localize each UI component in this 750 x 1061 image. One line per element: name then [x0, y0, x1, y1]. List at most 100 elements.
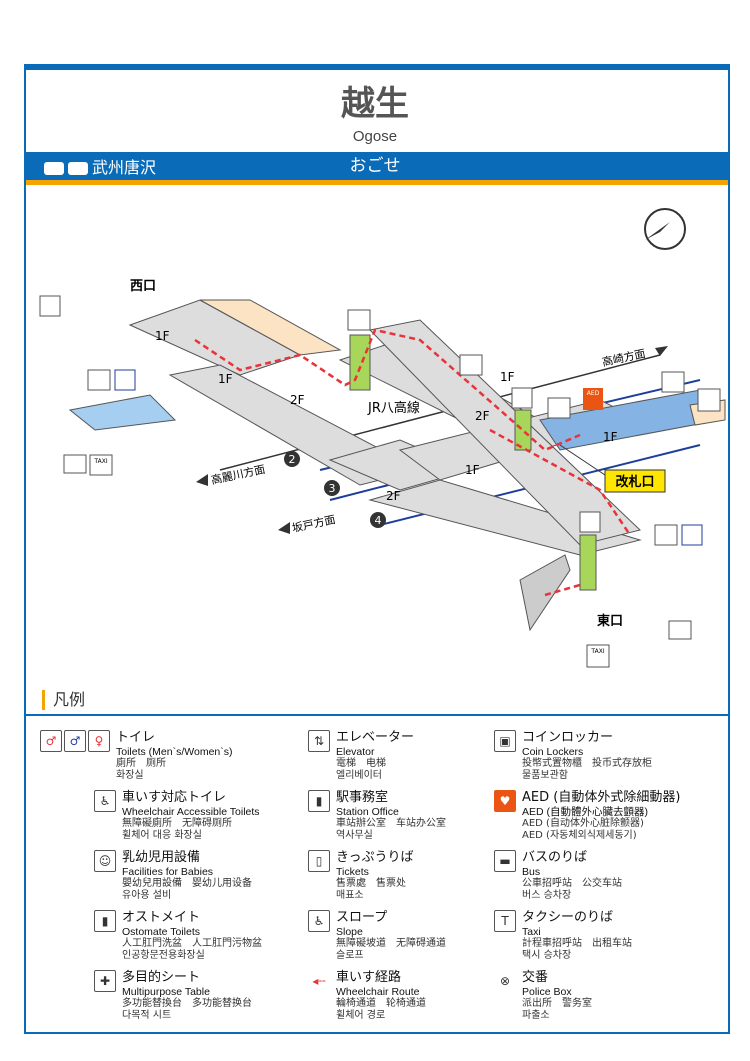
legend-ja: 車いす対応トイレ — [122, 790, 227, 805]
legend-zh: 電梯 电梯 — [336, 758, 386, 769]
legend-zh: 公車招呼站 公交车站 — [522, 878, 622, 889]
legend-en: Multipurpose Table — [122, 986, 210, 998]
jr-line-label: JR八高線 — [367, 400, 420, 416]
line-band — [26, 152, 728, 180]
wheelchair-route — [194, 328, 581, 452]
svg-text:TAXI: TAXI — [93, 458, 107, 465]
legend-zh: 車站辦公室 车站办公室 — [336, 818, 446, 829]
taxi-icon: TAXI TAXI — [89, 454, 610, 668]
floor-label: 2F — [290, 393, 305, 407]
aed-icon: ♥ — [494, 790, 516, 812]
legend-ko: 휠체어 대응 화장실 — [122, 830, 202, 841]
legend-ko: 유아용 설비 — [122, 890, 172, 901]
legend-en: Coin Lockers — [522, 746, 584, 758]
multipurpose-table-icon: ✚ — [94, 970, 116, 992]
floor-label: 2F — [386, 489, 401, 503]
previous-station-label: 武州唐沢 — [92, 158, 157, 177]
legend-zh: 無障礙廁所 无障碍厕所 — [122, 818, 232, 829]
wheelchair-toilet-icon — [114, 369, 703, 546]
slope-icon: ♿ — [308, 910, 330, 932]
west-exit-label: 西口 — [130, 279, 156, 294]
legend-ja: 乳幼児用設備 — [122, 850, 201, 865]
floor-label: 1F — [603, 430, 618, 444]
station-name: 越生 — [341, 84, 409, 124]
legend-zh: 無障礙坡道 无障碍通道 — [336, 938, 446, 949]
west-bus-area — [68, 394, 177, 431]
station-romaji: Ogose — [352, 128, 398, 145]
legend-zh: 人工肛門洗盆 人工肛門污物盆 — [122, 938, 262, 949]
legend-zh: AED (自动体外心脏除颤器) — [522, 818, 644, 829]
jr-track — [219, 354, 661, 471]
legend-ko: 엘리베이터 — [336, 770, 382, 781]
legend-ko: 역사무실 — [336, 830, 373, 841]
svg-text:TAXI: TAXI — [590, 648, 604, 655]
legend — [24, 714, 730, 1036]
legend-ja: 車いす経路 — [336, 970, 402, 985]
direction-sakado: 坂戸方面 — [291, 512, 337, 535]
legend-zh: 嬰幼兒用設備 婴幼儿用设备 — [122, 878, 252, 889]
legend-en: Police Box — [522, 986, 572, 998]
legend-ko: 슬로프 — [336, 950, 364, 961]
elevator-shaft — [514, 409, 532, 451]
legend-zh: 派出所 警务室 — [522, 998, 592, 1009]
compass-icon — [644, 208, 686, 250]
legend-item: ♥AED (自動体外式除細動器)AED (自動體外心臟去顫器)AED (自动体外… — [494, 790, 680, 842]
east-concourse — [368, 319, 642, 546]
legend-en: Bus — [522, 866, 541, 878]
legend-en: Wheelchair Route — [336, 986, 420, 998]
legend-ko: AED (자동체외식제세동기) — [522, 830, 637, 841]
legend-ko: 택시 승차장 — [522, 950, 572, 961]
west-plaza — [199, 299, 342, 356]
legend-ja: 交番 — [522, 970, 549, 985]
station-map: 西口 東口 1F 1F 1F 1F 1F 2F 2F 2F JR八高線 高崎方面… — [39, 208, 726, 668]
wheelchair-route — [544, 583, 581, 597]
previous-station[interactable]: 武州唐沢 — [44, 158, 156, 178]
legend-ja: コインロッカー — [522, 730, 614, 745]
legend-ko: 인공항문전용화장실 — [122, 950, 205, 961]
ostomate-icon: ▮ — [94, 910, 116, 932]
track-3-badge: 3 — [324, 480, 340, 496]
legend-en: Taxi — [522, 926, 541, 938]
legend-en: AED (自動體外心臟去顫器) — [522, 806, 648, 818]
arrow-icon — [196, 474, 208, 486]
taxi-icon: T — [494, 910, 516, 932]
legend-zh: 廁所 厕所 — [116, 758, 166, 769]
legend-zh: 計程車招呼站 出租车站 — [522, 938, 632, 949]
station-office-icon: ▮ — [308, 790, 330, 812]
legend-ko: 화장실 — [116, 770, 144, 781]
men-toilet-icon: ♂ — [64, 730, 86, 752]
ticket-icon: ▯ — [308, 850, 330, 872]
coin-locker-icon — [39, 295, 61, 317]
toilet-icon: ♂ — [40, 730, 62, 752]
legend-en: Toilets (Men`s/Women`s) — [116, 746, 233, 758]
legend-ja: きっぷうりば — [336, 850, 414, 865]
legend-ko: 휠체어 경로 — [336, 1010, 386, 1021]
legend-ja: オストメイト — [122, 910, 201, 925]
wheelchair-route — [489, 428, 632, 536]
floor-label: 1F — [500, 370, 515, 384]
wheelchair-toilet-icon: ♿ — [94, 790, 116, 812]
toilet-icon — [87, 369, 685, 546]
coin-locker-icon: ▣ — [494, 730, 516, 752]
legend-ja: 駅事務室 — [336, 790, 389, 805]
legend-en: Slope — [336, 926, 363, 938]
svg-text:改札口: 改札口 — [615, 474, 654, 490]
ticket-icon — [459, 354, 571, 419]
elevator-icon — [347, 309, 601, 533]
legend-ja: トイレ — [116, 730, 156, 745]
baby-icon: ☺ — [94, 850, 116, 872]
east-exit-label: 東口 — [597, 613, 623, 629]
aed-icon: AED — [583, 388, 603, 410]
legend-ko: 매표소 — [336, 890, 364, 901]
svg-text:3: 3 — [329, 482, 336, 495]
track-2-badge: 2 — [284, 451, 300, 467]
wheelchair-route-icon: ◂╌ — [312, 974, 326, 988]
